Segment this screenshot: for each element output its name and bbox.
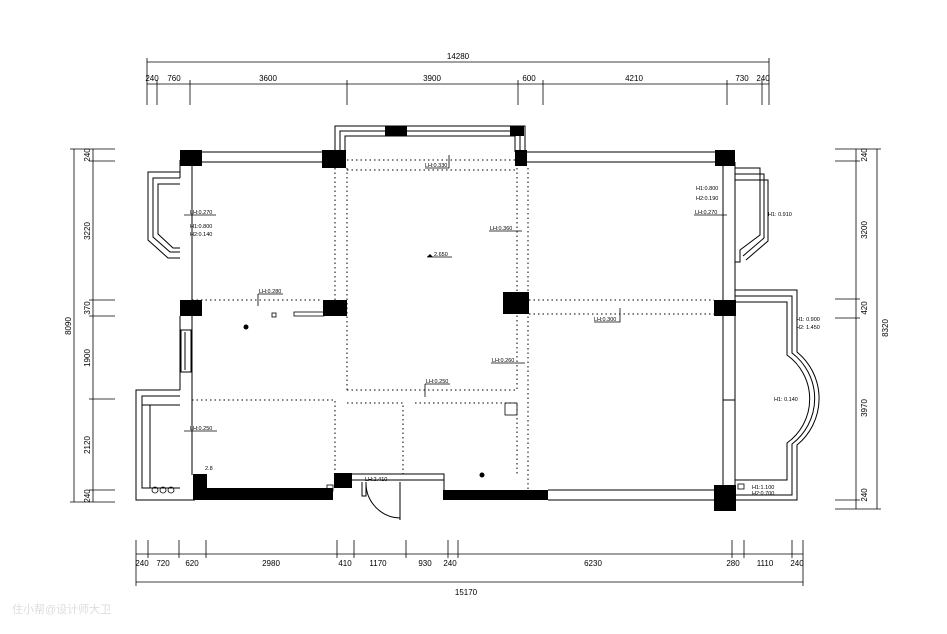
annotation-right-lower-h2: H2: 1.450 (796, 325, 820, 331)
bottom-dimension: 280 (726, 559, 740, 568)
bottom-dimension: 240 (790, 559, 804, 568)
annotation-left-window-lh: LH:0.270 (190, 210, 212, 216)
bottom-dimension: 1170 (369, 559, 387, 568)
top-dimension: 3900 (423, 74, 441, 83)
bottom-dimension: 620 (185, 559, 199, 568)
top-dimension: 760 (167, 74, 181, 83)
annotation-corner-h1: H1:1.100 (752, 485, 774, 491)
bottom-dimension-chain: 240 720 620 2980 410 1170 930 240 6230 2… (135, 540, 804, 597)
right-dimension: 420 (860, 301, 869, 315)
annotation-right-lower-h1: H1: 0.900 (796, 317, 820, 323)
top-dimension: 730 (735, 74, 749, 83)
bottom-dimension: 410 (338, 559, 352, 568)
structural-columns (180, 126, 736, 511)
left-dimension-chain: 240 3220 370 1900 2120 240 8090 (64, 148, 115, 503)
annotation-right-window-h2: H2:0.190 (696, 196, 718, 202)
annotation-center-beam: LH:0.360 (490, 226, 512, 232)
annotation-right-bay-h1: H1: 0.910 (768, 212, 792, 218)
annotation-right-window-lh: LH:0.270 (695, 210, 717, 216)
annotation-ceiling-level: 2.650 (434, 252, 448, 258)
bottom-dimension: 2980 (262, 559, 280, 568)
bottom-dimension: 1110 (757, 559, 774, 568)
right-dimension: 240 (860, 488, 869, 502)
annotation-right-mid-beam: LH:0.300 (594, 317, 616, 323)
annotation-center-lower-beam: LH:0.260 (492, 358, 514, 364)
top-dimension: 3600 (259, 74, 277, 83)
annotation-left-mid-beam: LH:0.280 (259, 289, 281, 295)
top-overall-dimension: 14280 (447, 52, 470, 61)
annotation-corner-h2: H2:0.700 (752, 491, 774, 497)
annotation-left-window-h2: H2:0.140 (190, 232, 212, 238)
top-dimension: 4210 (625, 74, 643, 83)
annotation-arc-bay: H1: 0.140 (774, 397, 798, 403)
right-dimension: 3970 (860, 399, 869, 417)
annotation-door: LH:2.410 (365, 477, 387, 483)
left-dimension: 2120 (83, 436, 92, 454)
left-dimension: 240 (83, 148, 92, 162)
ceiling-beam-lines (191, 159, 714, 490)
watermark: 住小帮@设计师大卫 (12, 602, 111, 616)
top-dimension: 240 (756, 74, 770, 83)
left-dimension: 370 (83, 301, 92, 315)
left-dimension: 240 (83, 489, 92, 503)
left-dimension: 3220 (83, 222, 92, 240)
height-annotations: LH:0.330 LH:0.270 H1:0.800 H2:0.140 LH:0… (184, 155, 820, 497)
bottom-overall-dimension: 15170 (455, 588, 478, 597)
right-dimension: 3200 (860, 221, 869, 239)
right-dimension: 240 (860, 148, 869, 162)
top-dimension-chain: 14280 240 760 3600 3900 600 4210 730 240 (145, 52, 770, 105)
left-dimension: 1900 (83, 349, 92, 367)
right-overall-dimension: 8320 (881, 319, 890, 337)
fixtures (151, 311, 745, 494)
left-overall-dimension: 8090 (64, 317, 73, 335)
annotation-top-beam: LH:0.330 (425, 163, 447, 169)
top-dimension: 240 (145, 74, 159, 83)
bottom-dimension: 240 (443, 559, 457, 568)
annotation-center-bottom-beam: LH:0.250 (426, 379, 448, 385)
top-dimension: 600 (522, 74, 536, 83)
annotation-left-window-h1: H1:0.800 (190, 224, 212, 230)
walls (135, 125, 820, 520)
bottom-dimension: 6230 (584, 559, 602, 568)
annotation-left-lower-beam: LH:0.250 (190, 426, 212, 432)
bottom-dimension: 240 (135, 559, 149, 568)
annotation-right-window-h1: H1:0.800 (696, 186, 718, 192)
annotation-small-mark: 2.8 (205, 466, 213, 472)
right-dimension-chain: 240 3200 420 3970 240 8320 (835, 148, 890, 510)
bottom-dimension: 720 (156, 559, 170, 568)
bottom-dimension: 930 (418, 559, 432, 568)
